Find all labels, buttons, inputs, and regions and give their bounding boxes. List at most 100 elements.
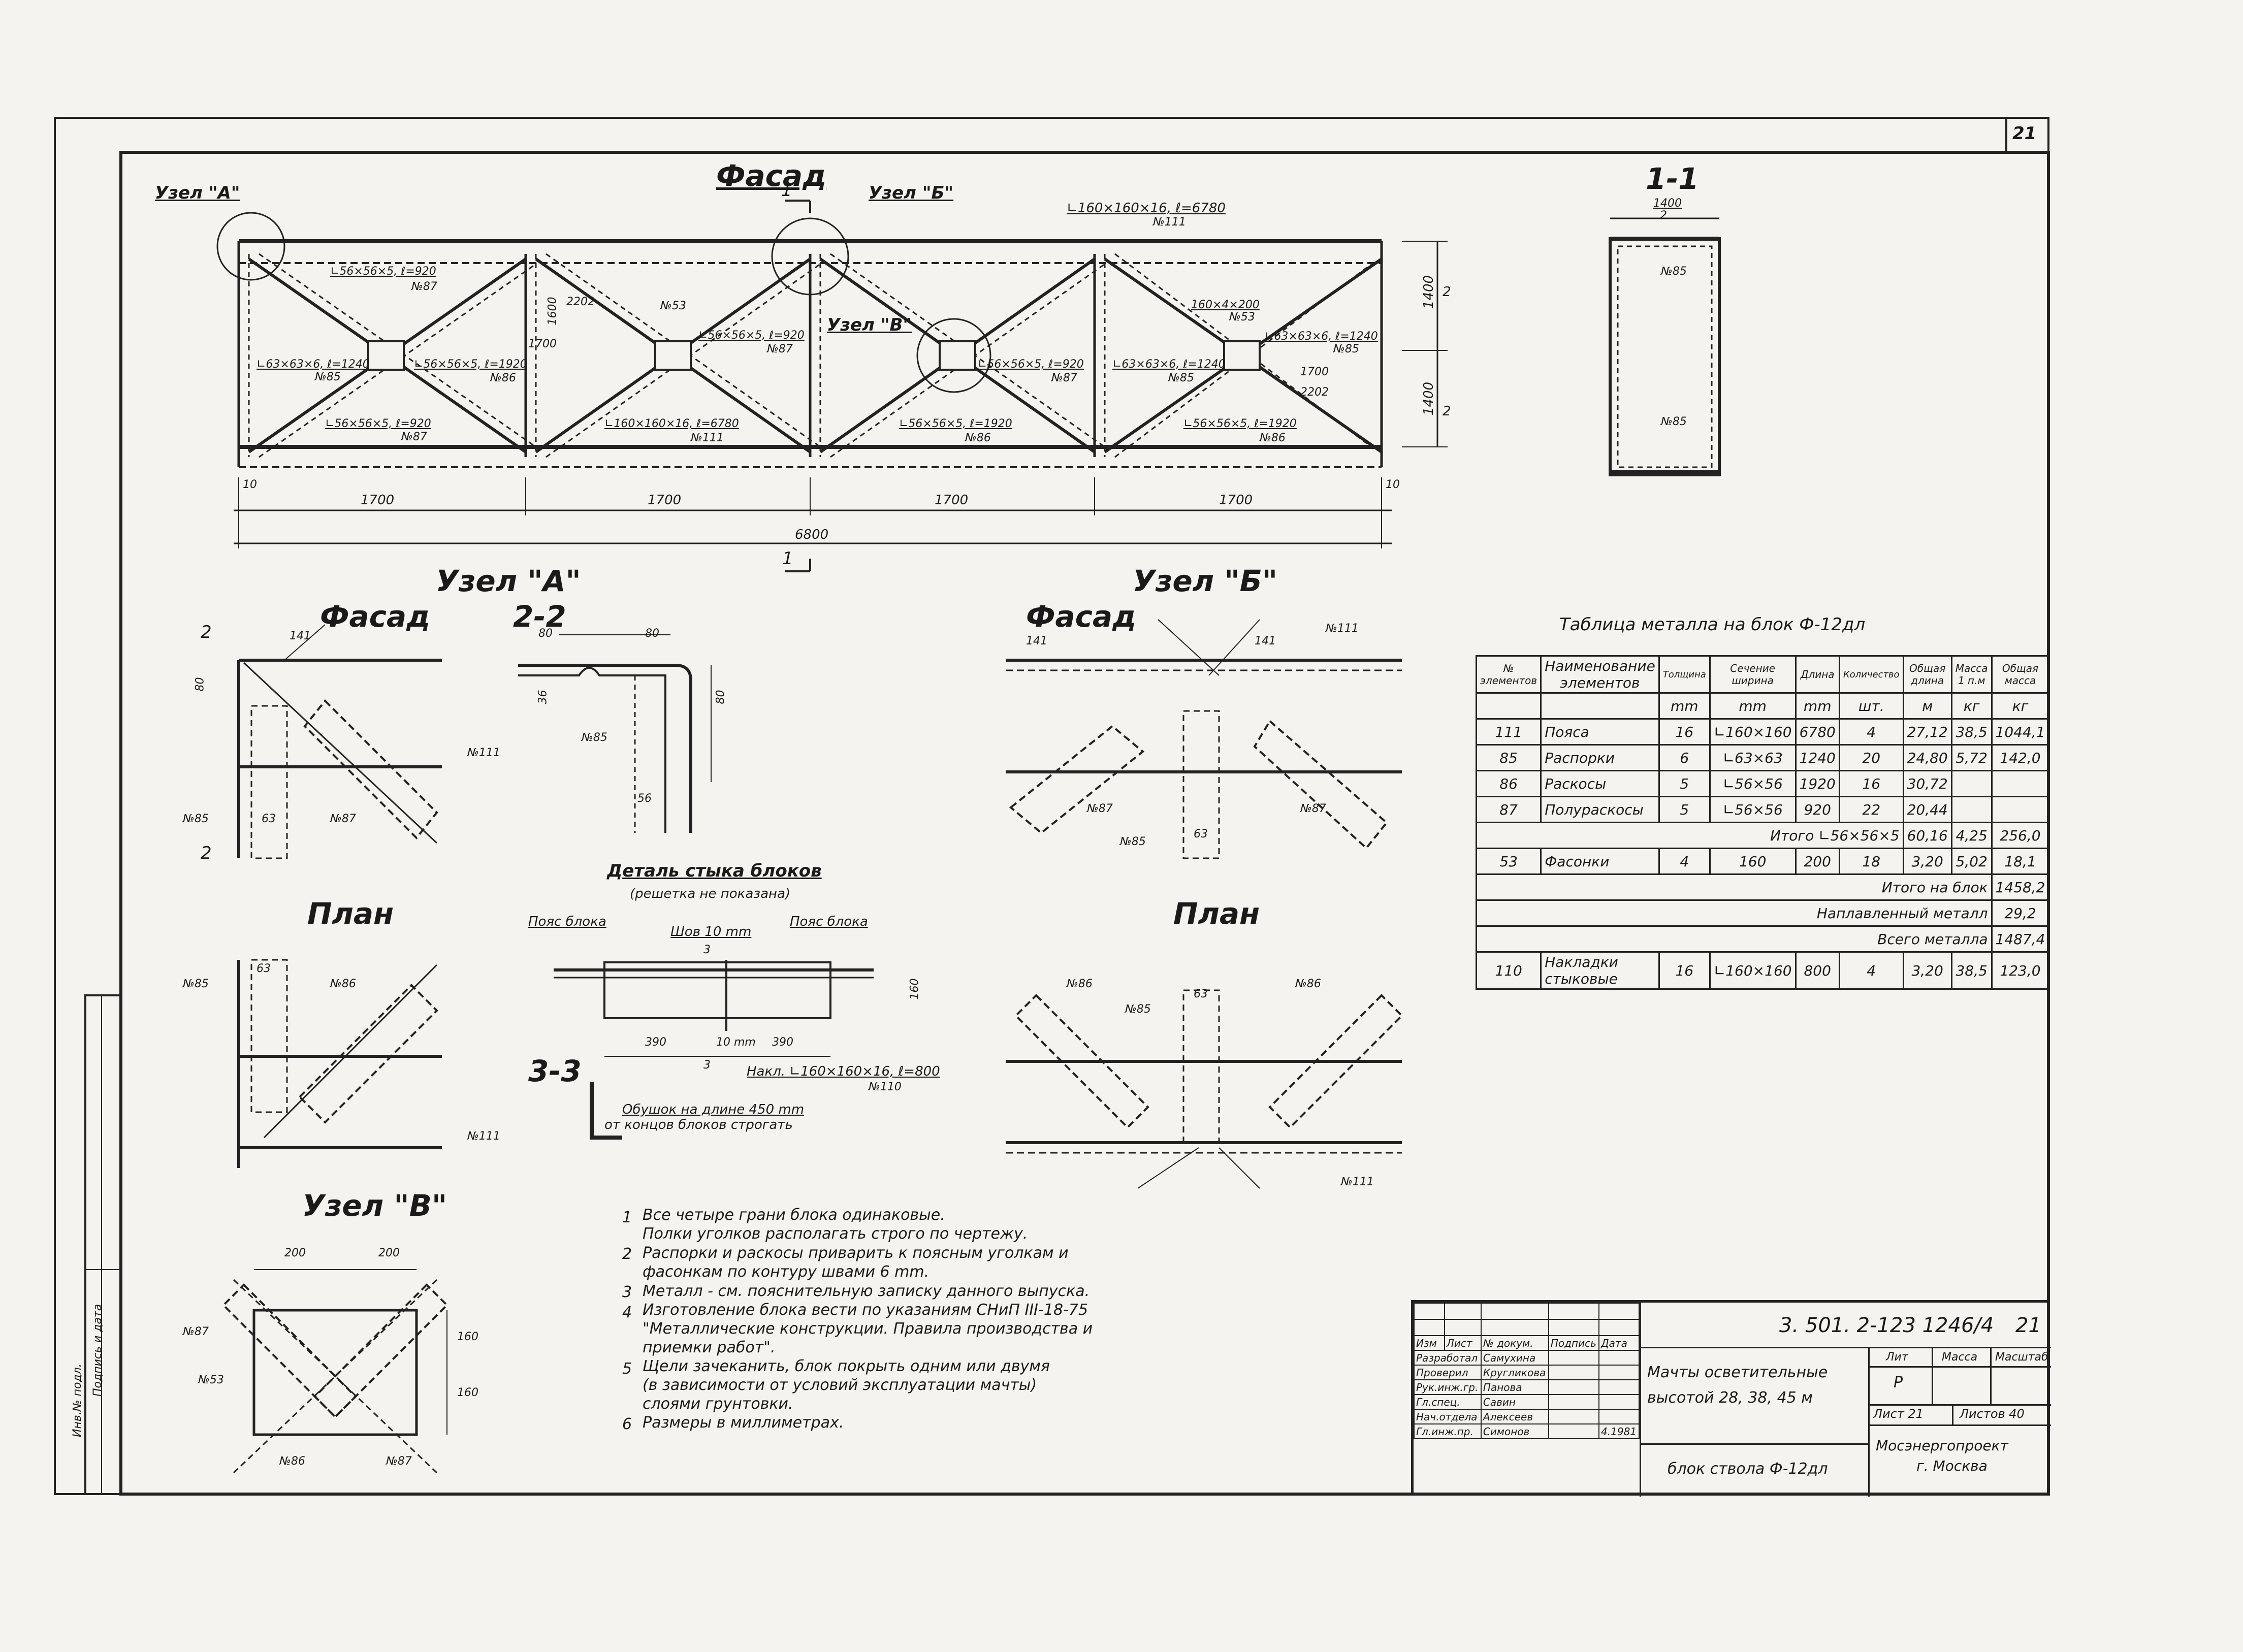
stamp-lit-value: Р xyxy=(1894,1374,1903,1391)
label-n85-1: №85 xyxy=(315,371,341,383)
stamp-header-row: Изм Лист № докум. Подпись Дата xyxy=(1414,1335,1640,1351)
node-a-facade-view xyxy=(237,624,442,859)
joint-sharpen: Обушок на длине 450 mm xyxy=(622,1102,805,1117)
joint-cut3-top: 3 xyxy=(703,944,711,956)
section-2-2-title: 2-2 xyxy=(513,599,566,634)
node-b-callout: Узел "Б" xyxy=(869,183,954,203)
node-b-facade-view xyxy=(1006,619,1402,859)
a-d141: 141 xyxy=(290,630,311,642)
stamp-lit-label: Лит xyxy=(1886,1351,1908,1364)
v-n87b: №87 xyxy=(386,1455,412,1468)
cell: 16 xyxy=(1838,770,1904,797)
cut-2-bottom: 2 xyxy=(201,843,212,863)
unit-cell: mm xyxy=(1658,692,1711,720)
stamp-scale-label: Масштаб xyxy=(1995,1351,2048,1364)
cell: 160 xyxy=(1709,848,1797,875)
sheet-number: 21 xyxy=(2012,123,2037,144)
stamp-head: Изм xyxy=(1414,1335,1445,1351)
section-1-1 xyxy=(1609,217,1721,476)
all-mass: 1487,4 xyxy=(1991,925,2050,953)
cell: Фасонки xyxy=(1540,848,1660,875)
ap-n111: №111 xyxy=(467,1130,500,1143)
cell xyxy=(1950,796,1993,823)
cell: 30,72 xyxy=(1902,770,1952,797)
table-header-row: № элементов Наименование элементов Толщи… xyxy=(1475,655,2050,694)
stamp-mass-label: Масса xyxy=(1942,1351,1978,1364)
header-cell: Сечение ширина xyxy=(1709,655,1797,694)
dim-height-top-den: 2 xyxy=(1443,284,1451,300)
stamp-org-2: г. Москва xyxy=(1916,1457,1988,1474)
cell: 1240 xyxy=(1795,744,1840,771)
unit-cell: кг xyxy=(1991,692,2050,720)
label-2202-b: 2202 xyxy=(1300,386,1329,399)
node-a-title: Узел "А" xyxy=(436,564,581,598)
dim-1700-4: 1700 xyxy=(1219,493,1253,508)
label-n87-3: №87 xyxy=(767,343,793,355)
cell: 142,0 xyxy=(1991,744,2050,771)
cell: 38,5 xyxy=(1950,718,1993,746)
weld-label: Наплавленный металл xyxy=(1476,899,1993,927)
dim-6800: 6800 xyxy=(795,527,829,542)
label-brace-full-3: ∟56×56×5, ℓ=1920 xyxy=(1183,417,1297,430)
cell xyxy=(1950,770,1993,797)
cell xyxy=(1991,770,2050,797)
cell: Накладки стыковые xyxy=(1540,951,1660,990)
s11-width: 1400 xyxy=(1653,197,1682,210)
cell: 27,12 xyxy=(1902,718,1952,746)
label-strut-1: ∟63×63×6, ℓ=1240 xyxy=(257,358,370,371)
stamp-sheet: Лист 21 xyxy=(1873,1407,1924,1421)
weld-mass: 29,2 xyxy=(1991,899,2050,927)
label-n86-3: №86 xyxy=(1260,432,1286,444)
v-n86: №86 xyxy=(279,1455,305,1468)
note-number: 2 xyxy=(622,1245,632,1263)
note-line: Металл - см. пояснительную записку данно… xyxy=(643,1282,1090,1300)
table-subtotal-row: Итого ∟56×56×5 60,16 4,25 256,0 xyxy=(1476,822,2050,849)
dim-1700-1: 1700 xyxy=(361,493,395,508)
table-row: 85 Распорки 6 ∟63×63 1240 20 24,80 5,72 … xyxy=(1475,744,2050,771)
cell: 6780 xyxy=(1795,718,1840,746)
label-n87-4: №87 xyxy=(1051,372,1077,384)
joint-detail-title: Деталь стыка блоков xyxy=(607,861,822,881)
stamp-head: Подпись xyxy=(1548,1335,1600,1351)
label-brace-half-1: ∟56×56×5, ℓ=920 xyxy=(330,265,436,278)
cell: 86 xyxy=(1475,770,1542,797)
node-v-view xyxy=(222,1269,448,1474)
joint-390a: 390 xyxy=(645,1036,666,1049)
label-1600: 1600 xyxy=(546,297,559,326)
node-a-plan-view xyxy=(237,959,442,1168)
cell: Пояса xyxy=(1540,718,1660,746)
header-cell: Масса 1 п.м xyxy=(1950,655,1993,694)
label-n85-3: №85 xyxy=(1333,343,1359,355)
stamp-subject: блок ствола Ф-12дл xyxy=(1668,1460,1828,1478)
cell: 3,20 xyxy=(1902,848,1952,875)
label-2202: 2202 xyxy=(566,296,595,308)
s11-n85-bot: №85 xyxy=(1661,415,1687,428)
b-n87a: №87 xyxy=(1087,802,1113,815)
label-strut-3: ∟63×63×6, ℓ=1240 xyxy=(1265,330,1378,343)
cell: 24,80 xyxy=(1902,744,1952,771)
table-weld-row: Наплавленный металл 29,2 xyxy=(1476,899,2050,927)
side-stamp xyxy=(84,994,122,1495)
cell: 20,44 xyxy=(1902,796,1952,823)
dim-10-left: 10 xyxy=(243,478,257,491)
cell: 111 xyxy=(1475,718,1542,746)
cell: Полураскосы xyxy=(1540,796,1660,823)
note-number: 5 xyxy=(622,1360,632,1378)
cell: 1920 xyxy=(1795,770,1840,797)
stamp-row: Рук.инж.гр.Панова xyxy=(1414,1379,1640,1395)
all-label: Всего металла xyxy=(1476,925,1993,953)
table-row: 86 Раскосы 5 ∟56×56 1920 16 30,72 xyxy=(1475,770,2050,797)
section-2-2 xyxy=(518,634,712,833)
stamp-person: Самухина xyxy=(1480,1350,1549,1366)
label-n87-2: №87 xyxy=(401,431,427,443)
main-facade-truss xyxy=(216,200,1448,572)
unit-cell: шт. xyxy=(1838,692,1904,720)
bp-n86a: №86 xyxy=(1067,978,1093,990)
joint-weld: Шов 10 mm xyxy=(670,924,752,940)
dim-height-bot-den: 2 xyxy=(1443,404,1451,419)
cell: 3,20 xyxy=(1902,951,1952,990)
bp-n111: №111 xyxy=(1341,1176,1374,1188)
stamp-role: Проверил xyxy=(1414,1365,1482,1380)
s22-d56: 56 xyxy=(637,792,652,805)
